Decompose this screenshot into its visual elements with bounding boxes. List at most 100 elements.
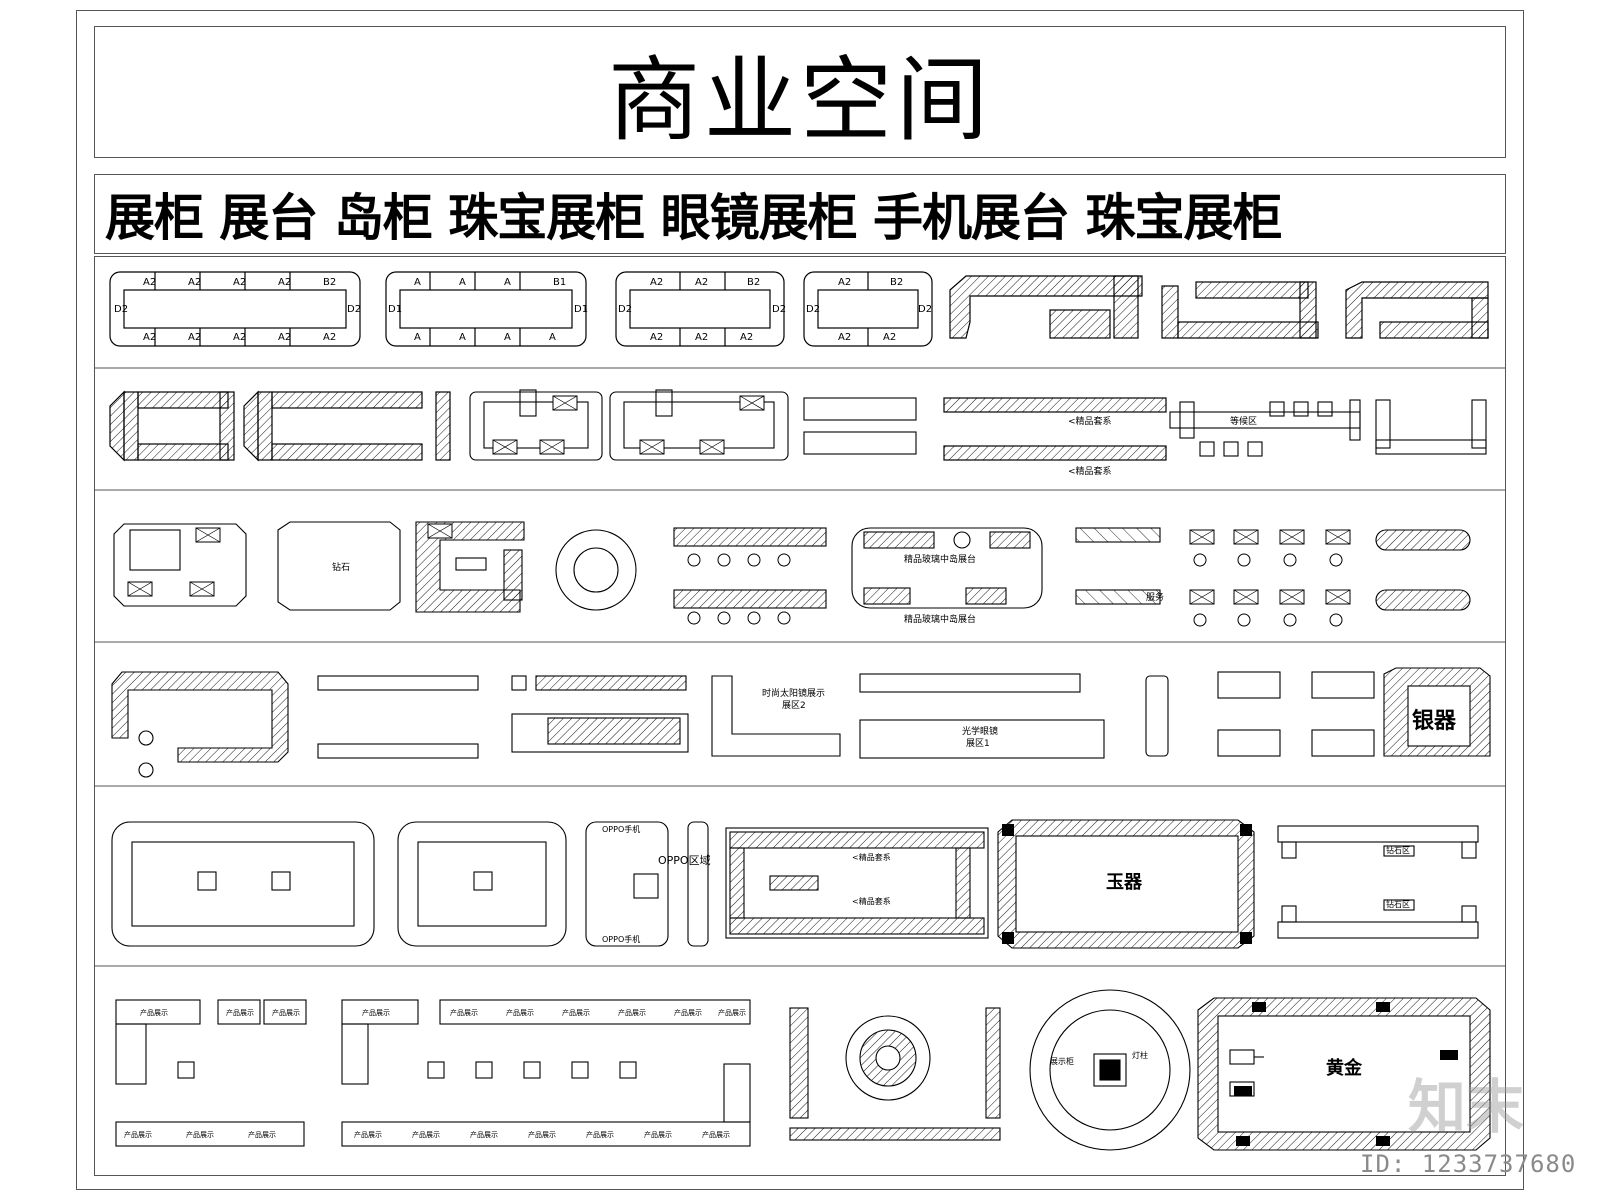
svg-text:<精品套系: <精品套系 [1068,415,1112,427]
row5-cabinets [111,819,1479,949]
svg-text:精品玻璃中岛展台: 精品玻璃中岛展台 [904,553,976,565]
svg-text:光学眼镜: 光学眼镜 [962,725,998,737]
svg-text:A2: A2 [323,332,336,343]
svg-text:D2: D2 [918,304,932,315]
svg-text:A: A [549,332,556,343]
svg-text:A: A [414,332,421,343]
svg-text:D1: D1 [388,304,402,315]
svg-text:A2: A2 [188,277,201,288]
svg-text:A2: A2 [650,332,663,343]
svg-text:A: A [459,332,466,343]
row6-labels: 产品展示 产品展示 产品展示 产品展示 产品展示 产品展示 产品展示 产品展示 … [124,1008,1148,1139]
row3-cabinets [113,521,1471,613]
watermark-logo: 知末 [1408,1073,1525,1141]
svg-text:A2: A2 [233,332,246,343]
title-box: 商业空间 [94,26,1506,158]
svg-text:产品展示: 产品展示 [618,1008,646,1017]
counter-plan-2 [385,271,587,347]
svg-text:A2: A2 [883,332,896,343]
hatched-counters-row2 [109,390,451,462]
svg-text:A2: A2 [143,332,156,343]
svg-text:<精品套系: <精品套系 [1068,465,1112,477]
inner-frame [94,256,1506,1176]
svg-text:产品展示: 产品展示 [450,1008,478,1017]
svg-text:时尚太阳镜展示: 时尚太阳镜展示 [762,687,825,699]
svg-text:产品展示: 产品展示 [718,1008,746,1017]
svg-text:产品展示: 产品展示 [674,1008,702,1017]
svg-text:产品展示: 产品展示 [362,1008,390,1017]
xbox-group-row2 [492,395,765,455]
page-title: 商业空间 [607,46,992,154]
page-subtitle: 展柜 展台 岛柜 珠宝展柜 眼镜展柜 手机展台 珠宝展柜 [105,189,1282,247]
outer-frame [76,10,1524,1190]
svg-text:A: A [504,277,511,288]
row3-labels: 钻石 精品玻璃中岛展台 精品玻璃中岛展台 服务 [332,553,1164,625]
svg-text:D1: D1 [574,304,588,315]
svg-text:OPPO手机: OPPO手机 [602,934,640,944]
svg-text:产品展示: 产品展示 [140,1008,168,1017]
svg-text:产品展示: 产品展示 [702,1130,730,1139]
svg-text:<精品套系: <精品套系 [852,852,891,862]
svg-text:D2: D2 [347,304,361,315]
row5-labels: OPPO手机 OPPO手机 OPPO区域 <精品套系 <精品套系 钻石区 钻石区 [602,824,1410,944]
svg-text:产品展示: 产品展示 [226,1008,254,1017]
svg-text:服务: 服务 [1146,591,1164,603]
svg-text:A2: A2 [278,277,291,288]
counter-plan-4 [803,271,933,347]
svg-text:A2: A2 [233,277,246,288]
svg-text:A: A [414,277,421,288]
svg-text:产品展示: 产品展示 [586,1130,614,1139]
svg-text:B2: B2 [890,277,903,288]
svg-text:B2: B2 [323,277,336,288]
svg-text:OPPO区域: OPPO区域 [658,854,711,867]
svg-text:A2: A2 [695,332,708,343]
jade-label: 玉器 [1106,872,1143,893]
svg-text:灯柱: 灯柱 [1132,1050,1148,1060]
svg-text:A2: A2 [740,332,753,343]
svg-text:产品展示: 产品展示 [272,1008,300,1017]
svg-text:等候区: 等候区 [1230,415,1257,427]
svg-text:A2: A2 [650,277,663,288]
svg-text:D2: D2 [618,304,632,315]
svg-text:产品展示: 产品展示 [354,1130,382,1139]
svg-text:产品展示: 产品展示 [412,1130,440,1139]
row6-cabinets [115,989,1491,1151]
svg-text:产品展示: 产品展示 [248,1130,276,1139]
counter-plan-1 [109,271,361,347]
svg-text:产品展示: 产品展示 [186,1130,214,1139]
counter-plan-3 [615,271,785,347]
svg-text:D2: D2 [772,304,786,315]
island-cabinets-row2 [469,389,1487,461]
svg-text:A2: A2 [188,332,201,343]
row4-labels: 时尚太阳镜展示 展区2 光学眼镜 展区1 [762,687,998,749]
svg-text:产品展示: 产品展示 [562,1008,590,1017]
svg-text:A2: A2 [278,332,291,343]
svg-text:B2: B2 [747,277,760,288]
row6-solid-blocks [1234,1002,1458,1146]
svg-text:A2: A2 [143,277,156,288]
svg-text:展区1: 展区1 [966,738,990,749]
image-id: ID: 1233737680 [1360,1150,1577,1178]
svg-text:B1: B1 [553,277,566,288]
svg-text:钻石: 钻石 [332,561,350,573]
svg-text:A: A [504,332,511,343]
svg-text:A2: A2 [838,332,851,343]
svg-text:精品玻璃中岛展台: 精品玻璃中岛展台 [904,613,976,625]
svg-text:钻石区: 钻石区 [1386,845,1410,855]
silver-label: 银器 [1412,709,1457,734]
row5-solid-corners [1002,824,1252,944]
row4-cabinets [111,667,1491,778]
svg-text:产品展示: 产品展示 [124,1130,152,1139]
svg-text:产品展示: 产品展示 [470,1130,498,1139]
svg-text:产品展示: 产品展示 [506,1008,534,1017]
shelf-rows-row2 [943,397,1167,461]
row-separators [94,367,1506,967]
svg-text:D2: D2 [806,304,820,315]
svg-text:A2: A2 [695,277,708,288]
svg-text:<精品套系: <精品套系 [852,896,891,906]
svg-text:产品展示: 产品展示 [528,1130,556,1139]
